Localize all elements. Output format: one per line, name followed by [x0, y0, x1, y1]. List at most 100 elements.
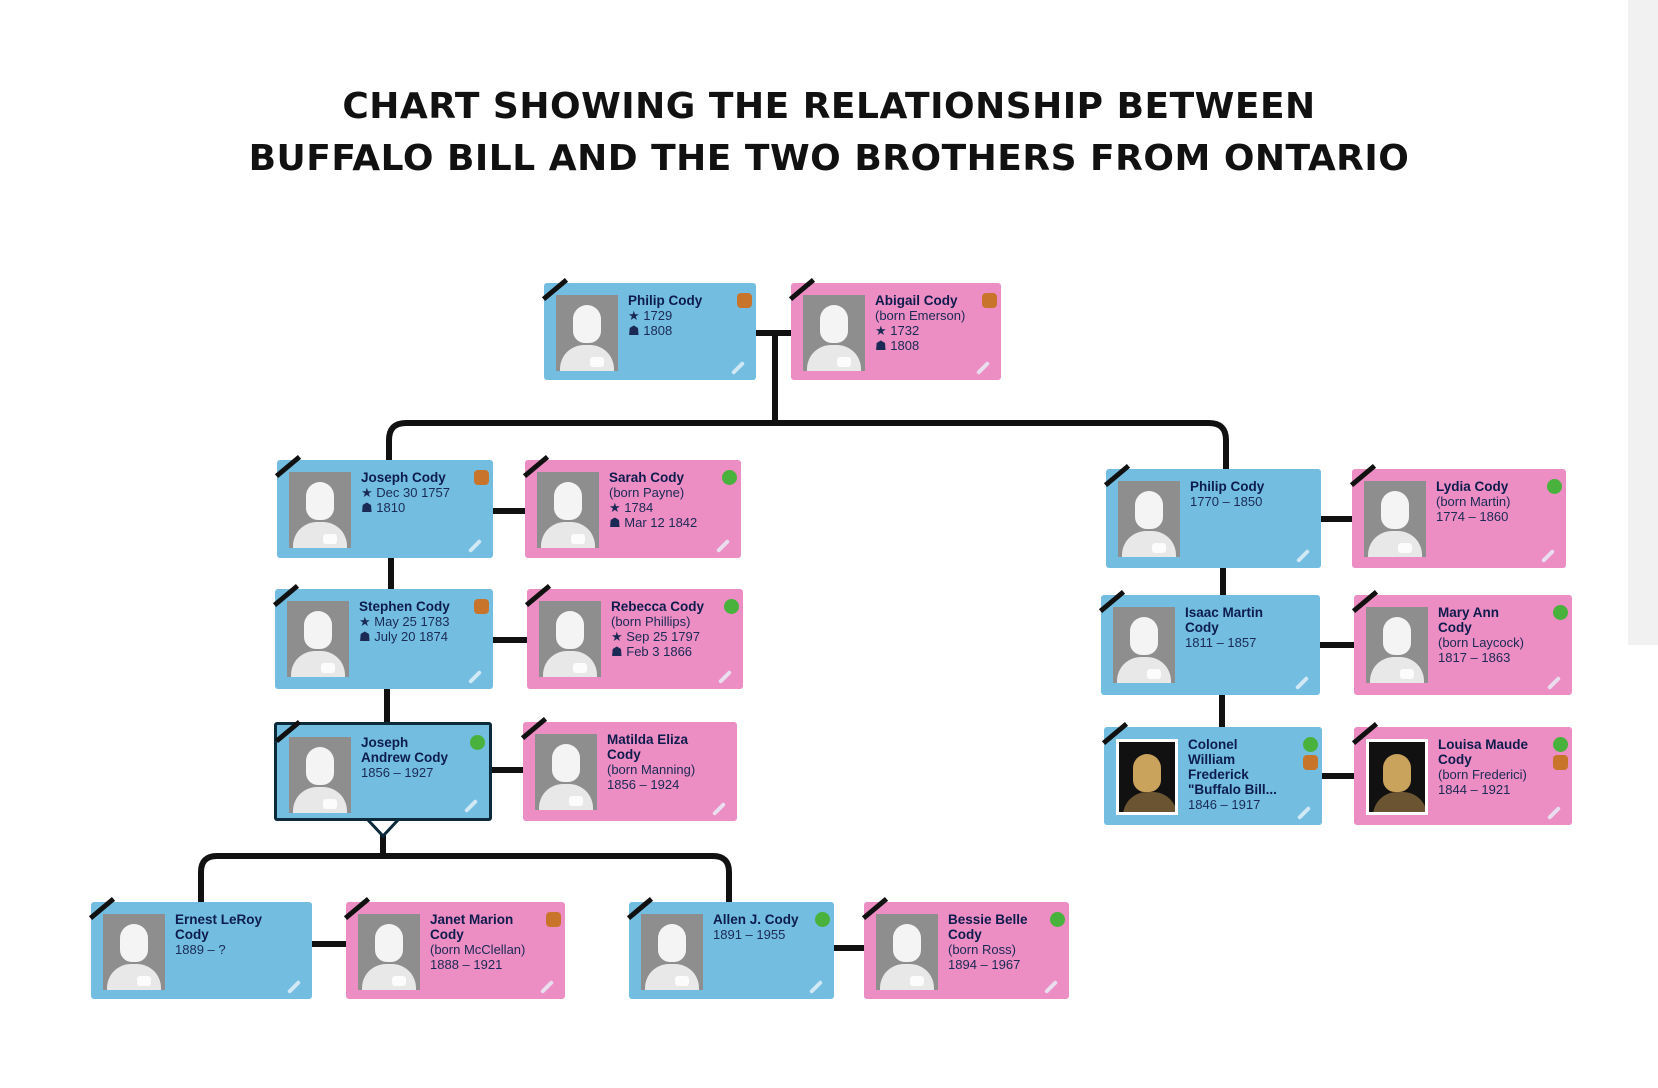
camera-icon[interactable]	[1400, 669, 1414, 679]
silhouette-avatar-icon[interactable]	[287, 601, 349, 677]
silhouette-avatar-icon[interactable]	[539, 601, 601, 677]
person-name: Frederick	[1188, 767, 1249, 782]
source-badge-icon[interactable]	[982, 293, 997, 308]
avatar-head	[375, 924, 403, 962]
camera-icon[interactable]	[569, 796, 583, 806]
edit-pencil-icon[interactable]	[808, 979, 824, 995]
edit-pencil-icon[interactable]	[1296, 805, 1312, 821]
edit-pencil-icon[interactable]	[467, 669, 483, 685]
silhouette-avatar-icon[interactable]	[1113, 607, 1175, 683]
record-hint-badge-icon[interactable]	[815, 912, 830, 927]
silhouette-avatar-icon[interactable]	[289, 737, 351, 813]
person-name: Philip Cody	[1190, 479, 1265, 494]
avatar-body	[293, 522, 347, 548]
edit-pencil-icon[interactable]	[1546, 675, 1562, 691]
edit-pencil-icon[interactable]	[1043, 979, 1059, 995]
silhouette-avatar-icon[interactable]	[556, 295, 618, 371]
source-badge-icon[interactable]	[474, 470, 489, 485]
silhouette-avatar-icon[interactable]	[1118, 481, 1180, 557]
camera-icon[interactable]	[1152, 543, 1166, 553]
camera-icon[interactable]	[321, 663, 335, 673]
person-info: Lydia Cody(born Martin)1774 – 1860	[1436, 479, 1538, 524]
record-hint-badge-icon[interactable]	[724, 599, 739, 614]
edit-pencil-icon[interactable]	[975, 360, 991, 376]
silhouette-avatar-icon[interactable]	[358, 914, 420, 990]
silhouette-avatar-icon[interactable]	[1364, 481, 1426, 557]
source-badge-icon[interactable]	[737, 293, 752, 308]
record-hint-badge-icon[interactable]	[1553, 737, 1568, 752]
person-detail: ☗ 1808	[875, 338, 920, 353]
camera-icon[interactable]	[573, 663, 587, 673]
source-badge-icon[interactable]	[1303, 755, 1318, 770]
record-hint-badge-icon[interactable]	[1303, 737, 1318, 752]
edit-pencil-icon[interactable]	[717, 669, 733, 685]
person-photo[interactable]	[1116, 739, 1178, 815]
silhouette-avatar-icon[interactable]	[803, 295, 865, 371]
selection-pointer	[366, 818, 400, 839]
edit-pencil-icon[interactable]	[711, 801, 727, 817]
silhouette-avatar-icon[interactable]	[535, 734, 597, 810]
person-info: Joseph Cody★ Dec 30 1757☗ 1810	[361, 470, 465, 515]
camera-icon[interactable]	[323, 799, 337, 809]
camera-icon[interactable]	[837, 357, 851, 367]
camera-icon[interactable]	[323, 534, 337, 544]
silhouette-avatar-icon[interactable]	[876, 914, 938, 990]
silhouette-avatar-icon[interactable]	[537, 472, 599, 548]
camera-icon[interactable]	[1398, 543, 1412, 553]
record-hint-badge-icon[interactable]	[1547, 479, 1562, 494]
edit-pencil-icon[interactable]	[1540, 548, 1556, 564]
avatar-body	[880, 964, 934, 990]
person-card-stephen-cody[interactable]: Stephen Cody★ May 25 1783☗ July 20 1874	[272, 583, 493, 689]
edit-pencil-icon[interactable]	[463, 798, 479, 814]
silhouette-avatar-icon[interactable]	[1366, 607, 1428, 683]
silhouette-avatar-icon[interactable]	[289, 472, 351, 548]
person-card-lydia-cody[interactable]: Lydia Cody(born Martin)1774 – 1860	[1349, 463, 1566, 568]
camera-icon[interactable]	[571, 534, 585, 544]
edit-pencil-icon[interactable]	[467, 538, 483, 554]
person-card-abigail-cody[interactable]: Abigail Cody(born Emerson)★ 1732☗ 1808	[788, 277, 1001, 380]
person-card-philip-cody-1729[interactable]: Philip Cody★ 1729☗ 1808	[541, 277, 756, 380]
record-hint-badge-icon[interactable]	[1050, 912, 1065, 927]
person-name: Andrew Cody	[361, 750, 449, 765]
camera-icon[interactable]	[590, 357, 604, 367]
edit-pencil-icon[interactable]	[1295, 548, 1311, 564]
avatar-head	[1383, 617, 1411, 655]
edit-pencil-icon[interactable]	[730, 360, 746, 376]
edit-pencil-icon[interactable]	[1546, 805, 1562, 821]
record-hint-badge-icon[interactable]	[1553, 605, 1568, 620]
edit-pencil-icon[interactable]	[539, 979, 555, 995]
camera-icon[interactable]	[675, 976, 689, 986]
source-badge-icon[interactable]	[546, 912, 561, 927]
camera-icon[interactable]	[137, 976, 151, 986]
camera-icon[interactable]	[392, 976, 406, 986]
camera-icon[interactable]	[1147, 669, 1161, 679]
record-hint-badge-icon[interactable]	[722, 470, 737, 485]
person-card-rebecca-cody[interactable]: Rebecca Cody(born Phillips)★ Sep 25 1797…	[524, 583, 743, 689]
record-hint-badge-icon[interactable]	[470, 735, 485, 750]
edit-pencil-icon[interactable]	[1294, 675, 1310, 691]
edit-pencil-icon[interactable]	[286, 979, 302, 995]
person-card-joseph-cody[interactable]: Joseph Cody★ Dec 30 1757☗ 1810	[274, 454, 493, 558]
source-badge-icon[interactable]	[1553, 755, 1568, 770]
source-badge-icon[interactable]	[474, 599, 489, 614]
camera-icon[interactable]	[910, 976, 924, 986]
silhouette-avatar-icon[interactable]	[103, 914, 165, 990]
silhouette-avatar-icon[interactable]	[641, 914, 703, 990]
person-card-sarah-cody[interactable]: Sarah Cody(born Payne)★ 1784☗ Mar 12 184…	[522, 454, 741, 558]
avatar-head	[554, 482, 582, 520]
relationship-line	[198, 853, 732, 902]
person-photo[interactable]	[1366, 739, 1428, 815]
edit-pencil-icon[interactable]	[715, 538, 731, 554]
